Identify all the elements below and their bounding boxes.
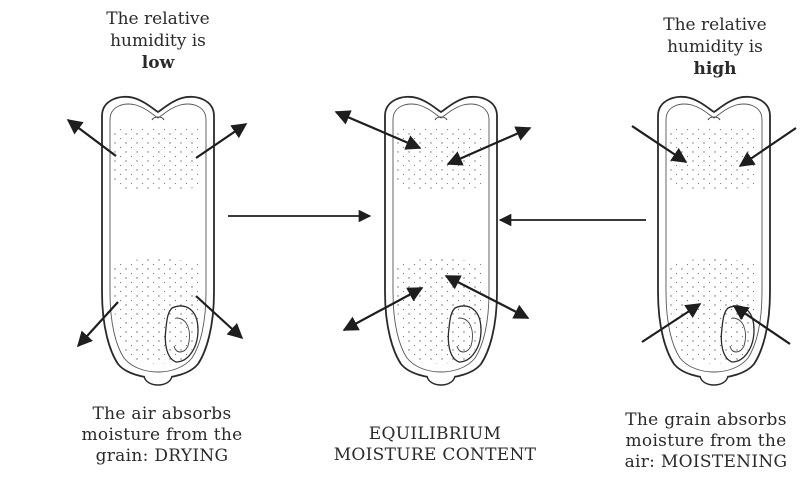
center-cap-line1: EQUILIBRIUM [300,424,570,445]
grain-left [102,97,214,385]
center-caption: EQUILIBRIUM MOISTURE CONTENT [300,424,570,466]
left-top-line2: humidity is [88,30,228,52]
right-cap-line3: air: MOISTENING [606,452,806,473]
right-caption: The grain absorbs moisture from the air:… [606,410,806,473]
left-cap-line2: moisture from the [62,425,262,446]
right-humidity-label: The relative humidity is high [640,14,790,80]
right-cap-line2: moisture from the [606,431,806,452]
right-top-line1: The relative [640,14,790,36]
right-top-line3: high [640,58,790,80]
left-cap-line1: The air absorbs [62,404,262,425]
left-cap-line3: grain: DRYING [62,446,262,467]
right-cap-line1: The grain absorbs [606,410,806,431]
grain-right [658,97,770,385]
left-top-line3: low [88,52,228,74]
center-cap-line2: MOISTURE CONTENT [300,445,570,466]
left-top-line1: The relative [88,8,228,30]
left-humidity-label: The relative humidity is low [88,8,228,74]
right-top-line2: humidity is [640,36,790,58]
left-caption: The air absorbs moisture from the grain:… [62,404,262,467]
